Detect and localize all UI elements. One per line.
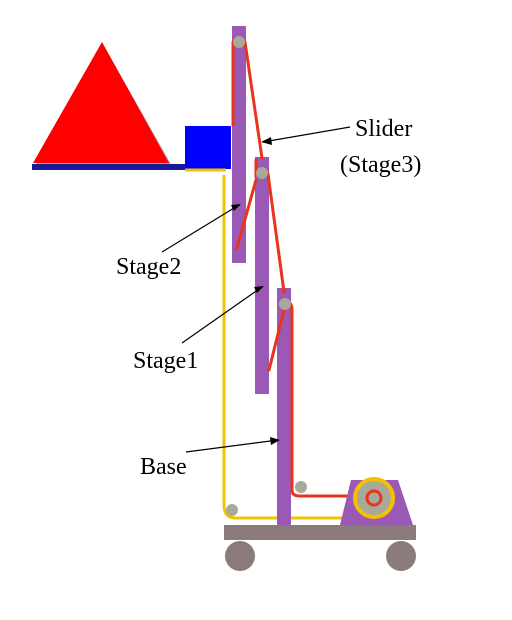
slider-stage3-column [232, 26, 246, 263]
stage1-column [277, 288, 291, 525]
idler-pulley-left [226, 504, 238, 516]
slider-arrowhead [261, 137, 272, 145]
stage2-column [255, 157, 269, 394]
stage1-arrowhead [254, 286, 264, 293]
winch-drum-inner [365, 489, 383, 507]
base-leader [185, 439, 279, 453]
stage2-leader [161, 204, 240, 253]
top-pulley-stage2 [256, 167, 268, 179]
label-base: Base [140, 454, 187, 480]
label-slider-stage3: (Stage3) [340, 152, 421, 178]
label-stage1: Stage1 [133, 348, 198, 374]
cart-wheel-right [386, 541, 416, 571]
clamp-block [185, 126, 231, 169]
winch-drum-outer [353, 477, 395, 519]
lift-cable [231, 36, 374, 498]
label-slider: Slider [355, 116, 412, 142]
label-stage2: Stage2 [116, 254, 181, 280]
top-pulley-slider [233, 36, 245, 48]
cart-wheel-left [225, 541, 255, 571]
cart-platform [224, 525, 416, 540]
return-cable [222, 175, 374, 520]
slider-leader [262, 126, 351, 143]
idler-pulley-right [295, 481, 307, 493]
stage2-arrowhead [231, 204, 241, 211]
payload-base-bar [32, 164, 185, 170]
payload-triangle [33, 42, 169, 163]
stage1-leader [181, 286, 263, 344]
top-pulley-stage1 [279, 298, 291, 310]
base-arrowhead [270, 437, 280, 445]
